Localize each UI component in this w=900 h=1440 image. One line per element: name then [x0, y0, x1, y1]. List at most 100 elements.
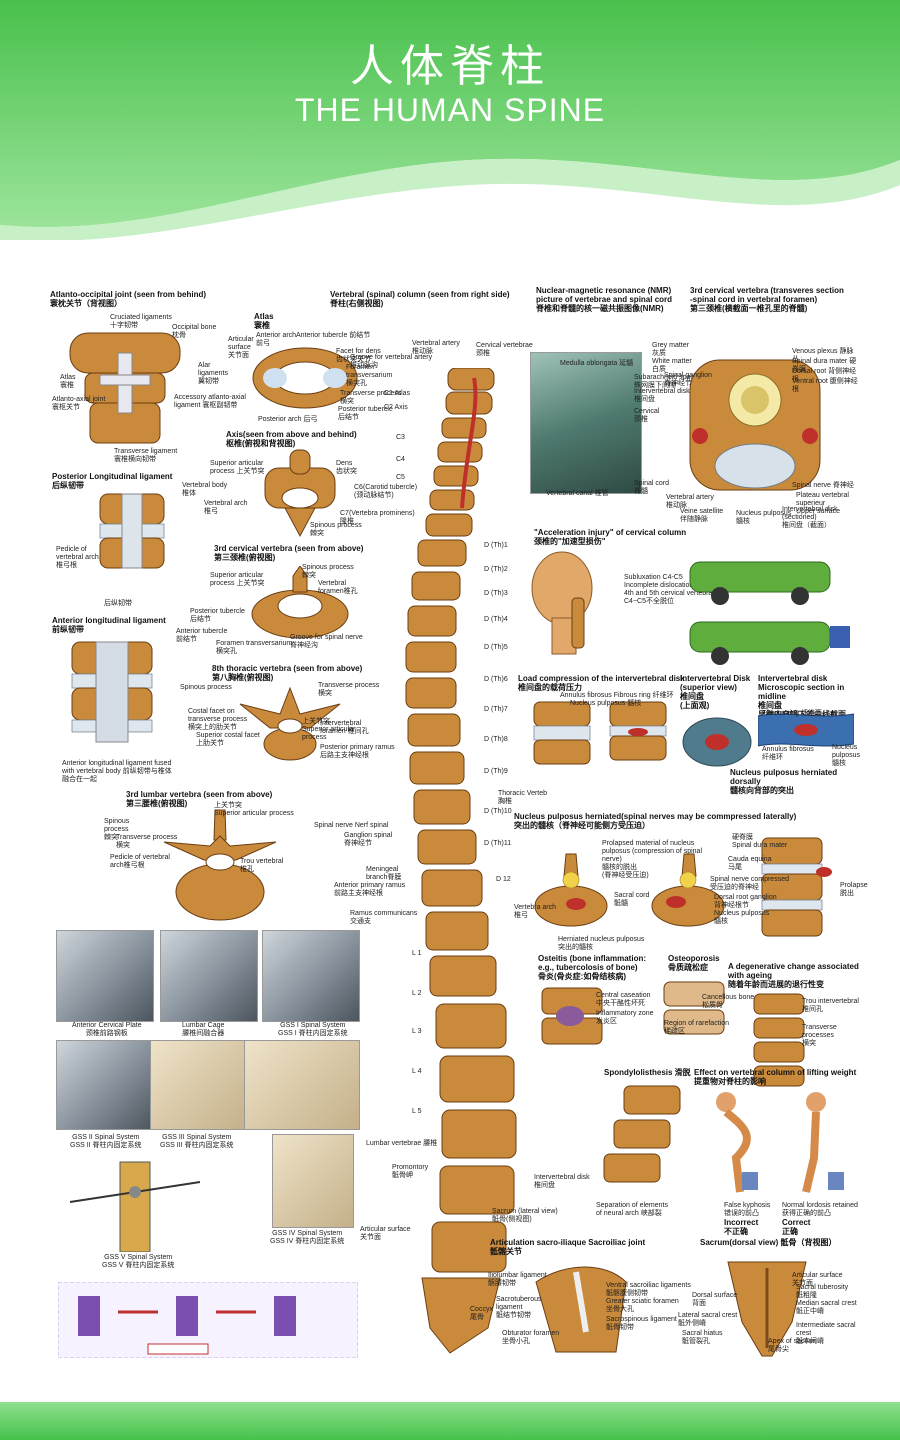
- label-articular-surface: Articular surface 关节面: [228, 336, 254, 359]
- label-facet-dens: Facet for dens 齿状突关节: [336, 348, 381, 363]
- heading-degenerative: A degenerative change associated with ag…: [728, 962, 859, 989]
- label-foramen-transversarium: Foramen transversarium 横突孔: [346, 364, 393, 387]
- label-anterior-ramus: Anterior primary ramus 前路主支神经根: [334, 882, 406, 897]
- l3-figure: [163, 809, 277, 921]
- label-intermediate-crest: Intermediate sacral crest 骶中间嵴: [796, 1322, 856, 1345]
- label-c5: C5: [396, 474, 405, 481]
- axis-figure: [264, 449, 336, 538]
- sacrum-dorsal-figure: [727, 1261, 807, 1357]
- label-sacrotuberous: Sacrotuberous ligament 骶结节韧带: [496, 1296, 542, 1319]
- label-l3-spine: L 3: [412, 1028, 422, 1035]
- heading-axis: Axis(seen from above and behind) 枢椎(俯视和背…: [226, 430, 357, 448]
- label-l5: L 5: [412, 1108, 422, 1115]
- label-d3: D (Th)3: [484, 590, 508, 597]
- label-c3-foramen-transversarium: Foramen transversarium 横突孔: [216, 640, 293, 655]
- heading-atlanto-occipital: Atlanto-occipital joint (seen from behin…: [50, 290, 206, 308]
- heading-anterior-ligament: Anterior longitudinal ligament 前纵韧带: [52, 616, 166, 634]
- lifting-figure: [716, 1092, 844, 1193]
- head-injury-figure: [531, 551, 593, 655]
- label-l3-superior-articular: 上关节突 Superior articular process: [214, 802, 294, 817]
- label-dorsal-ganglion: Dorsal root ganglion 背神经根节: [714, 894, 777, 909]
- label-sacral-hiatus: Sacral hiatus 骶管裂孔: [682, 1330, 723, 1345]
- label-l3-foramen: Trou vertebral 椎孔: [240, 858, 284, 873]
- heading-c3: 3rd cervical vertebra (seen from above) …: [214, 544, 364, 562]
- label-dorsal-root: Dorsal root 背侧神经根: [792, 368, 857, 383]
- label-l3-transverse: Transverse process 横突: [116, 834, 178, 849]
- spine-poster: Atlanto-occipital joint (seen from behin…: [40, 278, 868, 1368]
- label-sacral-tuberosity: Sacral tuberosity 骶粗隆: [796, 1284, 849, 1299]
- instrument-steps-diagram: [58, 1282, 358, 1358]
- label-product-1: Anterior Cervical Plate 颈椎前路钢板: [72, 1022, 142, 1037]
- posterior-ligament-figure: [99, 493, 165, 569]
- label-promontory: Promontory 骶骨岬: [392, 1164, 429, 1179]
- label-l4: L 4: [412, 1068, 422, 1075]
- footer-bar: [0, 1402, 900, 1440]
- label-iliolumbar: Iliolumbar ligament 髂腰韧带: [488, 1272, 547, 1287]
- label-t8-costal: Costal facet on transverse process 横突上的肋…: [188, 708, 248, 731]
- heading-disk-superior: Intervertebral Disk (superior view) 椎间盘 …: [680, 674, 751, 710]
- atlas-figure: [252, 347, 358, 409]
- label-annulus-2: Annulus fibrosus 纤维环: [762, 746, 814, 761]
- label-transverse-ligament: Transverse ligament 寰椎横向韧带: [114, 448, 178, 463]
- label-product-6: GSS IV Spinal System GSS IV 脊柱内固定系统: [270, 1230, 345, 1245]
- label-ventral-si: Ventral sacroiliac ligaments 骶髂腹侧韧带: [606, 1282, 691, 1297]
- anterior-ligament-figure: [71, 641, 153, 743]
- label-vertebral-artery: Vertebral artery 椎动脉: [412, 340, 460, 355]
- label-d1: D (Th)1: [484, 542, 508, 549]
- nmr-image: [530, 352, 642, 494]
- label-c3-foramen: Vertebral foramen椎孔: [318, 580, 358, 595]
- label-sacral-cord: Sacral cord 骶髓: [614, 892, 650, 907]
- label-product-2: Lumbar Cage 腰椎间融合器: [182, 1022, 225, 1037]
- label-d8: D (Th)8: [484, 736, 508, 743]
- label-grey-matter: Grey matter 灰质: [652, 342, 689, 357]
- osteoporosis-figure: [663, 981, 725, 1035]
- label-posterior-tubercle: Posterior tubercle 后结节: [338, 406, 393, 421]
- label-separation: Separation of elements of neural arch 峡部…: [596, 1202, 668, 1217]
- label-spinal-cord: Spinal cord 脊髓: [634, 480, 670, 495]
- label-rarefaction: Region of rarefaction 稀疏区: [664, 1020, 729, 1035]
- label-disk-sectioned: Intervertebral disk (sectioned) 椎间盘（截面）: [782, 506, 838, 529]
- label-greater-sciatic: Greater sciatic foramen 坐骨大孔: [606, 1298, 679, 1313]
- label-posterior-arch: Posterior arch 后弓: [258, 416, 318, 423]
- label-d7: D (Th)7: [484, 706, 508, 713]
- header-banner: 人体脊柱 THE HUMAN SPINE: [0, 0, 900, 240]
- label-dens: Dens 齿状突: [336, 460, 357, 475]
- atlanto-occipital-figure: [69, 332, 181, 444]
- heading-l3: 3rd lumbar vertebra (seen from above) 第三…: [126, 790, 273, 808]
- label-sacrum-lateral: Sacrum (lateral view) 骶骨(侧视图): [492, 1208, 558, 1223]
- photo-gss-4: [272, 1134, 354, 1228]
- label-medulla: Medulla oblongata 延髓: [560, 360, 634, 367]
- label-nerve-compressed: Spinal nerve compressed 受压迫的脊神经: [710, 876, 789, 891]
- label-articular-surface-3: Articular surface 关节面: [792, 1272, 843, 1287]
- label-d10: D (Th)10: [484, 808, 512, 815]
- heading-c3-section: 3rd cervical vertebra (transveres sectio…: [690, 286, 844, 313]
- label-prolapse: Prolapse 脱出: [840, 882, 868, 897]
- label-spinal-nerve: Spinal nerve Nerf spinal: [314, 822, 389, 829]
- label-cervical-vertebrae: Cervical vertebrae 颈椎: [476, 342, 533, 357]
- label-occipital: Occipital bone 枕骨: [172, 324, 217, 339]
- heading-nmr: Nuclear-magnetic resonance (NMR) picture…: [536, 286, 673, 313]
- heading-column: Vertebral (spinal) column (seen from rig…: [330, 290, 510, 308]
- heading-acceleration: "Acceleration injury" of cervical column…: [534, 528, 687, 546]
- label-cruciated: Cruciated ligaments 十字韧带: [110, 314, 172, 329]
- photo-gss-2b: [244, 1040, 360, 1130]
- label-d2: D (Th)2: [484, 566, 508, 573]
- label-meningeal: Meningeal branch脊膜: [366, 866, 402, 881]
- np-lateral-figure-3: [761, 837, 832, 937]
- photo-gss-2: [56, 1040, 154, 1130]
- label-ganglion: Ganglion spinal 脊神经节: [344, 832, 393, 847]
- photo-anterior-cervical-plate: [56, 930, 154, 1022]
- label-hard-spine: 硬脊膜 Spinal dura mater: [732, 834, 788, 849]
- car-crash-figure: [689, 561, 850, 665]
- title-chinese: 人体脊柱: [350, 41, 550, 92]
- heading-t8: 8th thoracic vertebra (seen from above) …: [212, 664, 363, 682]
- label-venous-plexus: Venous plexus 静脉丛: [792, 348, 854, 363]
- label-atlanto-axial: Atlanto-axial joint 寰枢关节: [52, 396, 106, 411]
- label-nmr-disk: Intervertebral disk 椎间盘: [634, 388, 690, 403]
- label-articular-surface-2: Articular surface 关节面: [360, 1226, 411, 1241]
- disk-superior-figure: [682, 717, 752, 767]
- c3-figure: [251, 566, 349, 639]
- label-c3-anterior-tubercle: Anterior tubercle 前结节: [176, 628, 228, 643]
- label-apex: Apex of sacrum 尾骨尖: [768, 1338, 817, 1353]
- label-d12: D 12: [496, 876, 511, 883]
